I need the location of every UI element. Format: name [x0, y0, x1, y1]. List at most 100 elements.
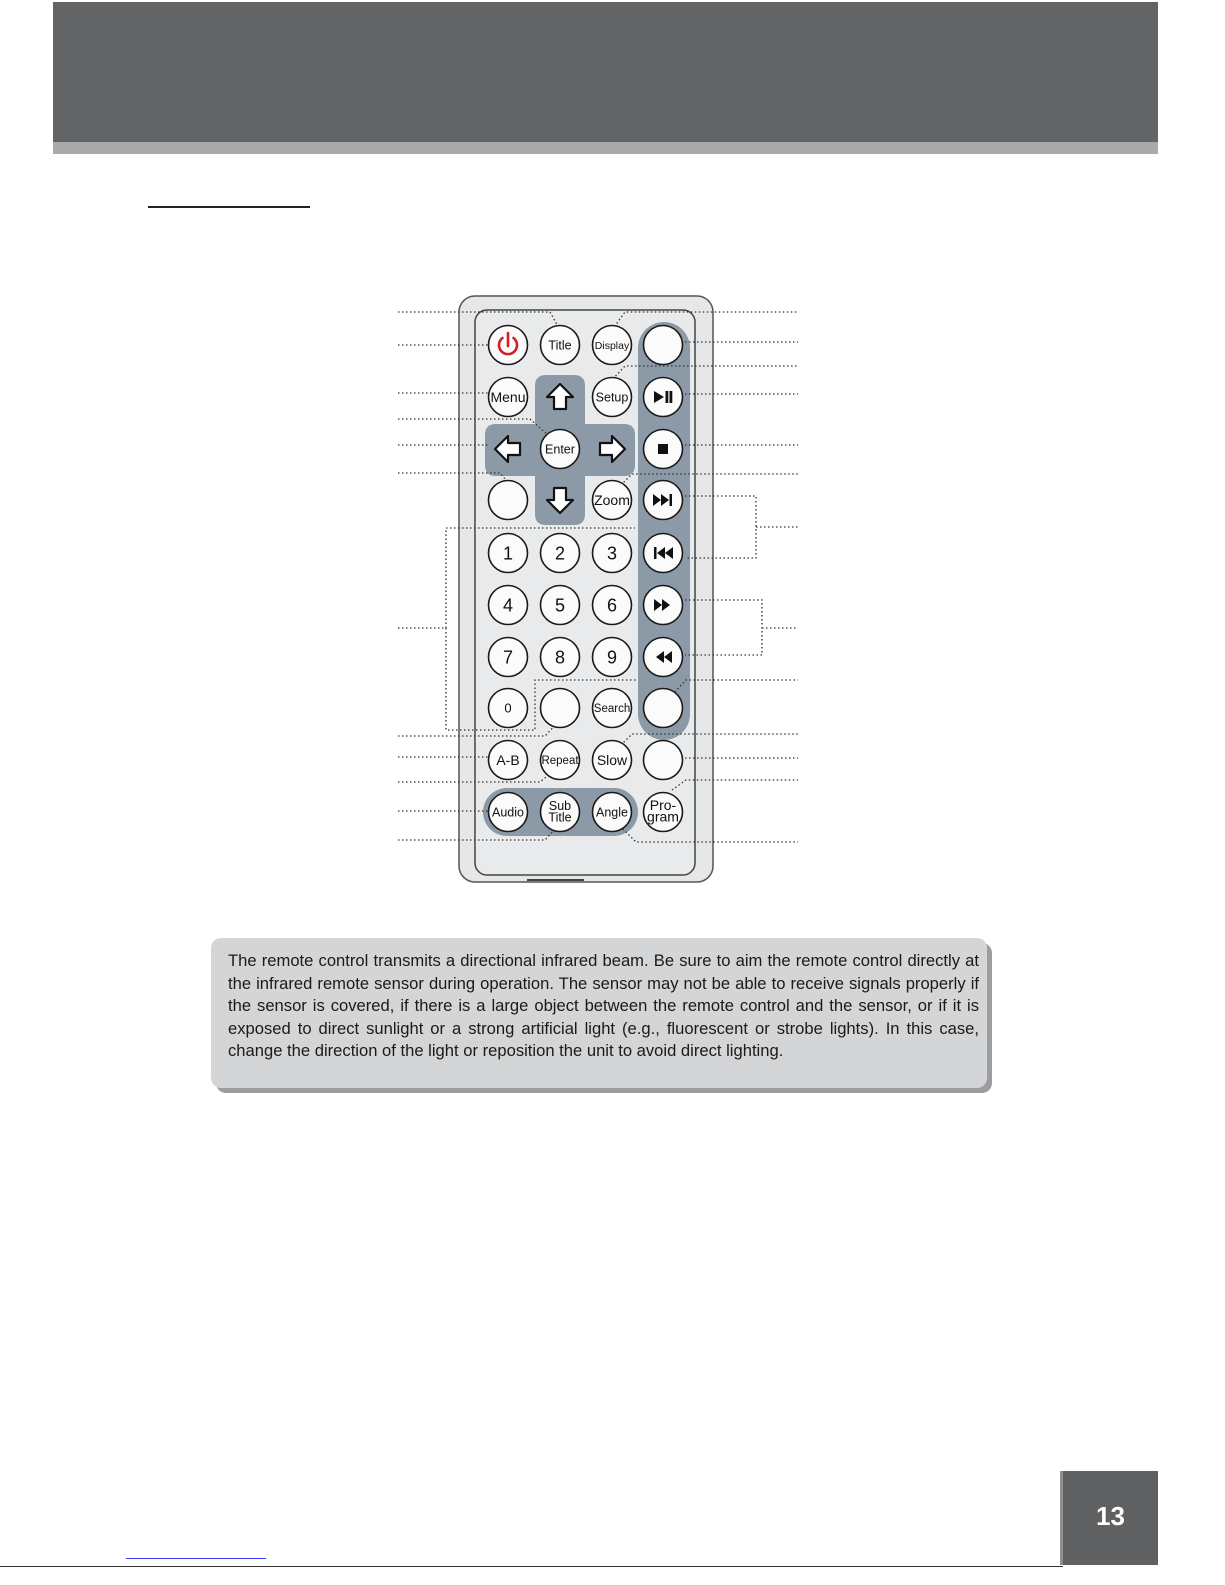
- section-heading-rule: [148, 206, 310, 208]
- zoom-button[interactable]: Zoom: [591, 479, 633, 521]
- blank-right-bottom-button-face: [642, 739, 684, 781]
- stop-icon: [658, 444, 668, 454]
- num-3-button[interactable]: 3: [591, 532, 633, 574]
- down-arrow-icon: [545, 486, 575, 515]
- blank-right-low-button-face: [642, 687, 684, 729]
- slow-label: Slow: [597, 752, 628, 768]
- enter-button[interactable]: Enter: [539, 428, 581, 470]
- num-1-button[interactable]: 1: [487, 532, 529, 574]
- setup-button-face: [591, 376, 633, 418]
- power-icon: [497, 331, 519, 356]
- num-0-button[interactable]: 0: [487, 687, 529, 729]
- leader-next-prev: [685, 495, 798, 559]
- right-button[interactable]: [598, 434, 627, 464]
- play-pause-button[interactable]: [642, 376, 684, 418]
- num-2-button-face: [539, 532, 581, 574]
- rewind-button[interactable]: [642, 636, 684, 678]
- header-band: [53, 2, 1158, 142]
- search-label: Search: [594, 703, 630, 715]
- a-b-button[interactable]: A-B: [487, 739, 529, 781]
- next-button[interactable]: [642, 479, 684, 521]
- display-label: Display: [595, 340, 630, 352]
- num-1-button-face: [487, 532, 529, 574]
- leader-setup: [609, 365, 798, 383]
- num-5-label: 5: [555, 595, 565, 615]
- leader-enter: [398, 418, 549, 436]
- subtitle-label-line: Sub: [549, 799, 571, 813]
- repeat-button[interactable]: Repeat: [539, 739, 581, 781]
- num-3-label: 3: [607, 543, 617, 563]
- display-button-face: [591, 324, 633, 366]
- footer-rule: [0, 1566, 1063, 1567]
- num-7-label: 7: [503, 647, 513, 667]
- fast-forward-button[interactable]: [642, 584, 684, 626]
- down-button[interactable]: [545, 486, 575, 515]
- title-button[interactable]: Title: [539, 324, 581, 366]
- display-button[interactable]: Display: [591, 324, 633, 366]
- num-8-button-face: [539, 636, 581, 678]
- subtitle-button-face: [539, 791, 581, 833]
- num-8-label: 8: [555, 647, 565, 667]
- leader-ff-rew: [685, 599, 798, 656]
- blank-right-bottom-button[interactable]: [642, 739, 684, 781]
- up-arrow-icon: [545, 382, 575, 411]
- power-button[interactable]: [487, 324, 529, 366]
- right-arrow-icon: [598, 434, 627, 464]
- leader-subtitle: [398, 827, 557, 841]
- page-number-tab: 13: [1063, 1471, 1158, 1565]
- num-2-button[interactable]: 2: [539, 532, 581, 574]
- blank-top-right-button-face: [642, 324, 684, 366]
- angle-label: Angle: [596, 806, 628, 820]
- num-4-button[interactable]: 4: [487, 584, 529, 626]
- slow-button-face: [591, 739, 633, 781]
- zoom-button-face: [591, 479, 633, 521]
- program-label: Pro-gram: [647, 797, 679, 825]
- blank-left-button-face: [487, 479, 529, 521]
- left-button[interactable]: [493, 434, 522, 464]
- program-label-line: Pro-: [650, 797, 677, 813]
- left-arrow-icon: [493, 434, 522, 464]
- menu-label: Menu: [490, 389, 525, 405]
- menu-button-face: [487, 376, 529, 418]
- num-9-label: 9: [607, 647, 617, 667]
- num-6-button[interactable]: 6: [591, 584, 633, 626]
- enter-button-face: [539, 428, 581, 470]
- num-6-label: 6: [607, 595, 617, 615]
- blank-top-right-button[interactable]: [642, 324, 684, 366]
- fast-forward-icon: [654, 599, 670, 611]
- num-7-button[interactable]: 7: [487, 636, 529, 678]
- blank-right-low-button[interactable]: [642, 687, 684, 729]
- slow-button[interactable]: Slow: [591, 739, 633, 781]
- transport-panel: [638, 322, 690, 740]
- audio-button[interactable]: Audio: [487, 791, 529, 833]
- num-9-button[interactable]: 9: [591, 636, 633, 678]
- leader-numbers: [398, 527, 637, 731]
- program-button[interactable]: Pro-gram: [642, 791, 684, 833]
- prev-button[interactable]: [642, 532, 684, 574]
- angle-button-face: [591, 791, 633, 833]
- up-button[interactable]: [545, 382, 575, 411]
- blank-center-button[interactable]: [539, 687, 581, 729]
- num-1-label: 1: [503, 543, 513, 563]
- menu-button[interactable]: Menu: [487, 376, 529, 418]
- num-4-button-face: [487, 584, 529, 626]
- setup-label: Setup: [596, 391, 629, 405]
- num-9-button-face: [591, 636, 633, 678]
- enter-label: Enter: [545, 443, 575, 457]
- blank-center-button-face: [539, 687, 581, 729]
- angle-button[interactable]: Angle: [591, 791, 633, 833]
- num-0-button-face: [487, 687, 529, 729]
- setup-button[interactable]: Setup: [591, 376, 633, 418]
- num-5-button[interactable]: 5: [539, 584, 581, 626]
- stop-button[interactable]: [642, 428, 684, 470]
- num-5-button-face: [539, 584, 581, 626]
- rewind-icon: [656, 651, 672, 663]
- audio-button-face: [487, 791, 529, 833]
- leader-program: [671, 779, 798, 791]
- num-8-button[interactable]: 8: [539, 636, 581, 678]
- search-button[interactable]: Search: [591, 687, 633, 729]
- blank-left-button[interactable]: [487, 479, 529, 521]
